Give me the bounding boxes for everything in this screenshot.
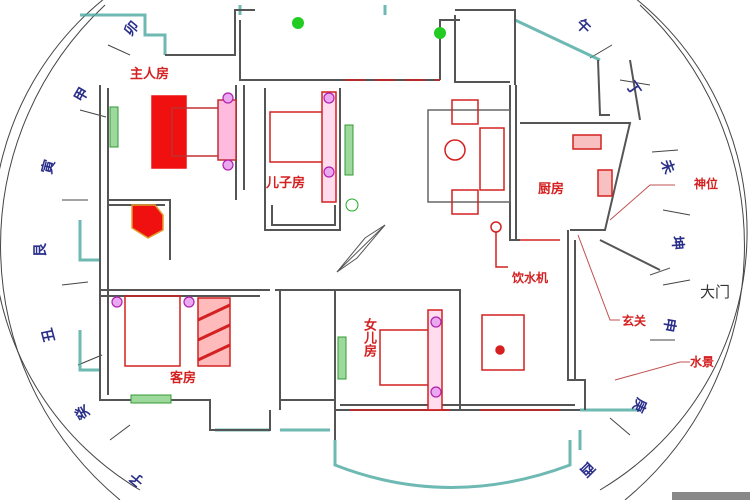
compass-label: 申 bbox=[659, 316, 679, 334]
leader-lines bbox=[577, 184, 690, 381]
room-label-guest-room: 客房 bbox=[170, 371, 197, 386]
compass-pointer bbox=[336, 224, 386, 273]
walls bbox=[99, 9, 661, 440]
furniture bbox=[124, 79, 613, 411]
annotation-water-dispenser: 饮水机 bbox=[512, 271, 549, 285]
annotation-entrance: 玄关 bbox=[622, 314, 647, 328]
room-label-master-bedroom: 主人房 bbox=[130, 67, 170, 82]
compass-label: 艮 bbox=[33, 243, 49, 257]
annotation-main-door: 大门 bbox=[700, 283, 731, 301]
annotation-water-feature: 水景 bbox=[690, 355, 715, 369]
room-label-kitchen: 厨房 bbox=[538, 182, 565, 197]
annotation-shrine: 神位 bbox=[694, 177, 719, 191]
watermark-bar bbox=[672, 492, 750, 500]
compass-label: 坤 bbox=[668, 235, 686, 251]
room-label-son-room: 儿子房 bbox=[266, 176, 306, 191]
bedside-lamps bbox=[111, 92, 442, 398]
plants bbox=[109, 17, 446, 404]
room-label-daughter-room: 女儿房 bbox=[361, 318, 376, 357]
